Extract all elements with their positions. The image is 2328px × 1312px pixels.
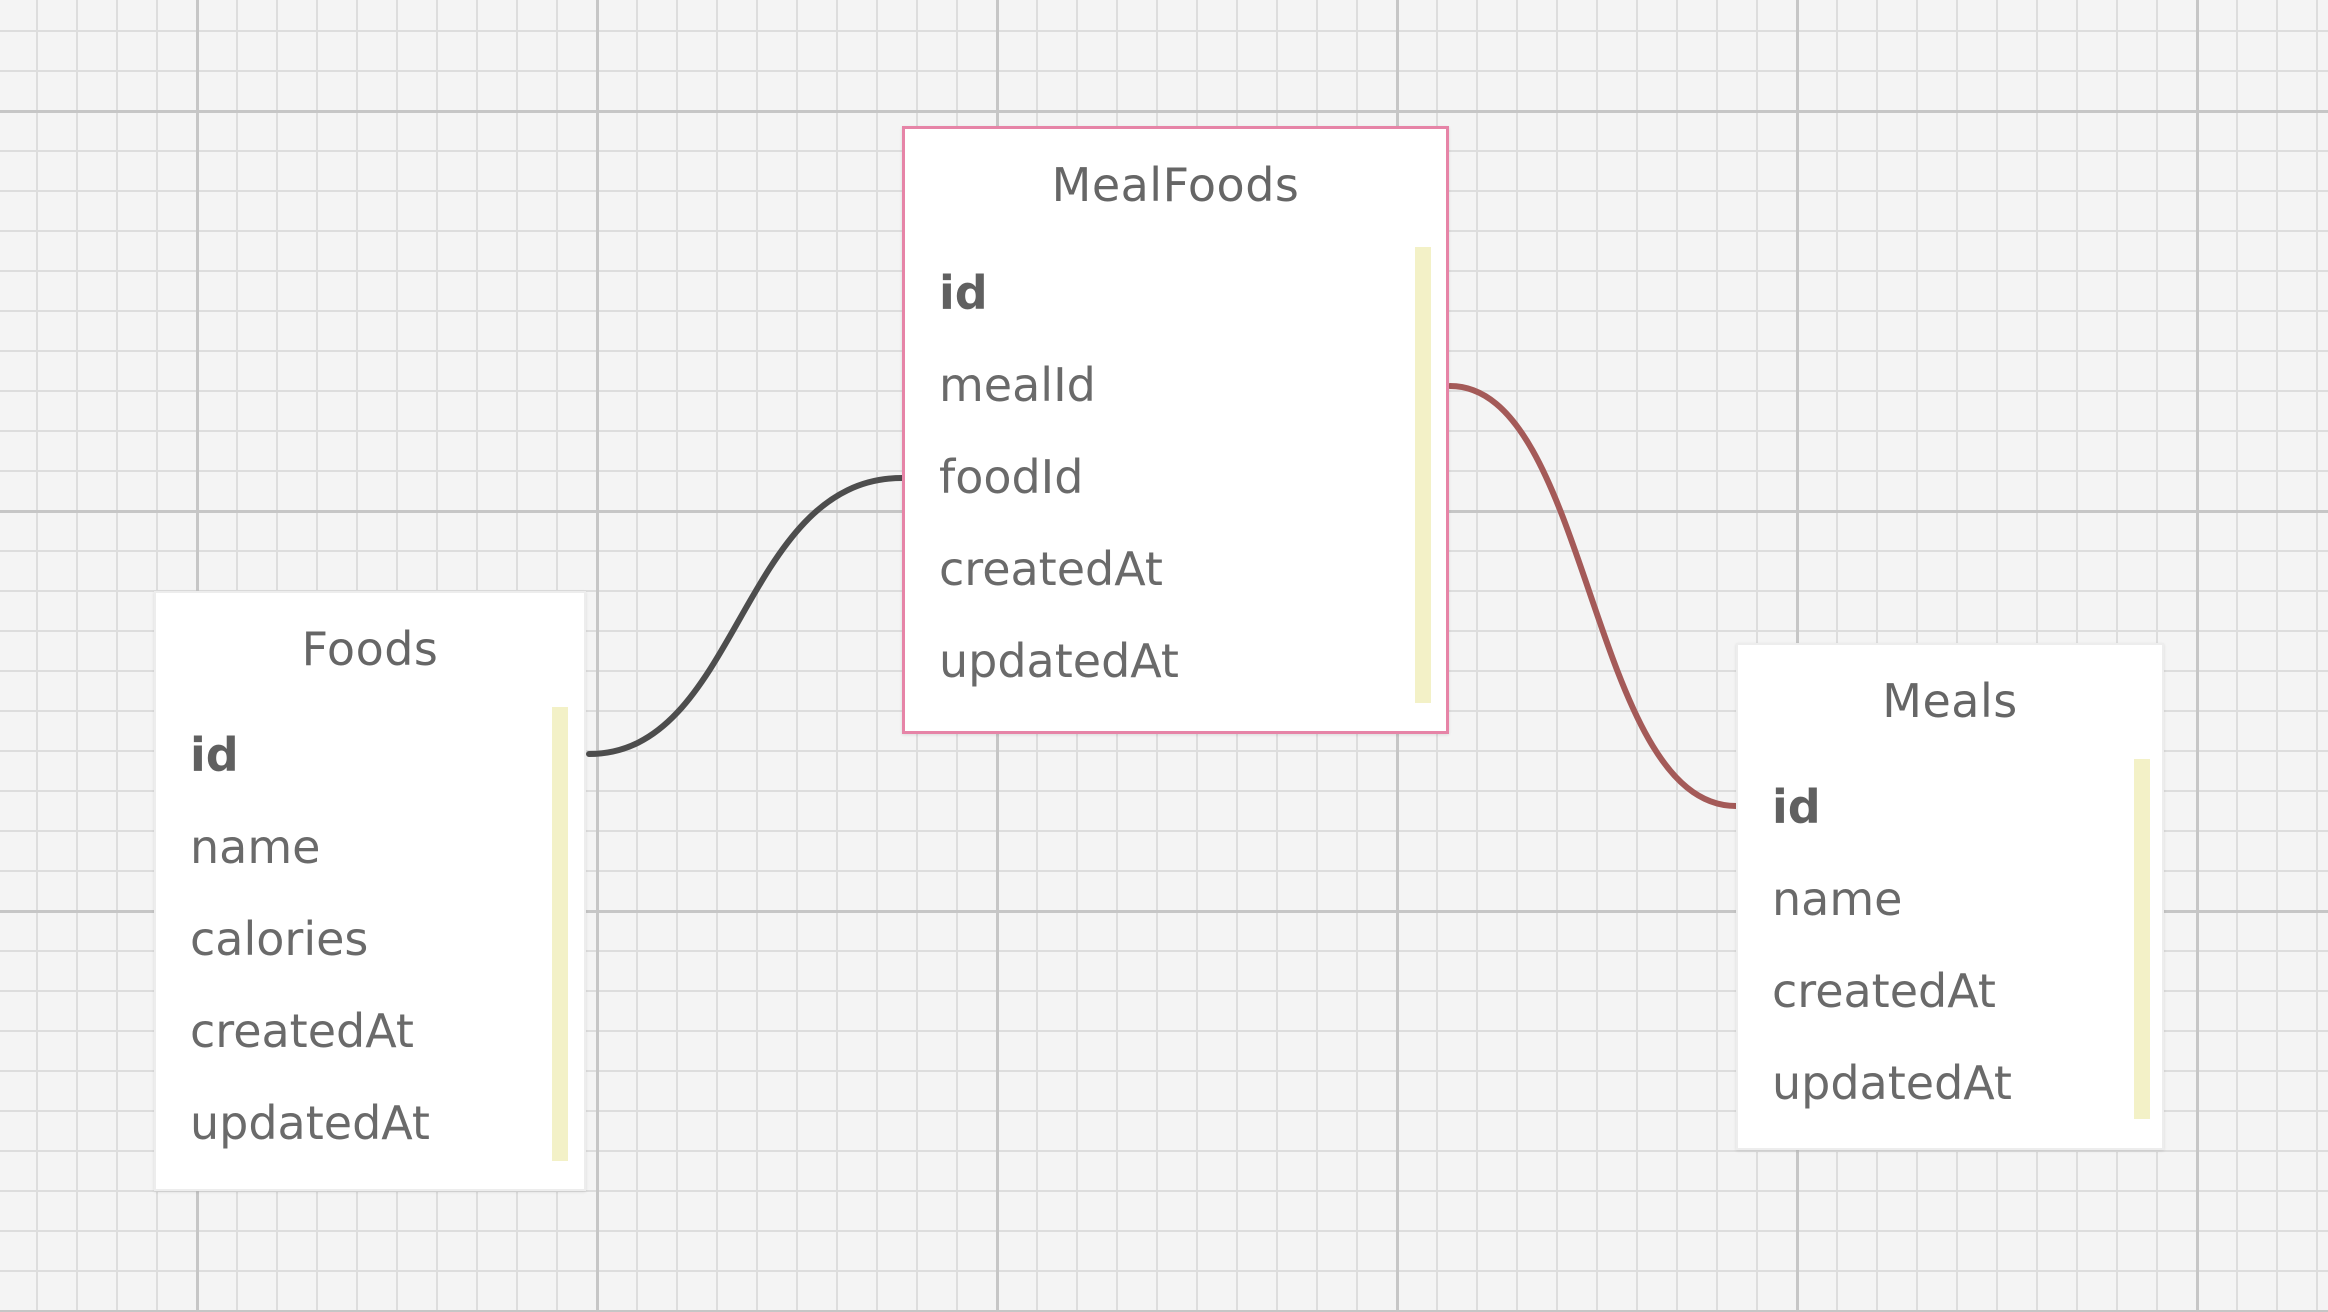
field-createdat[interactable]: createdAt: [190, 1004, 414, 1058]
field-updatedat[interactable]: updatedAt: [190, 1096, 430, 1150]
field-id[interactable]: id: [190, 728, 239, 782]
table-title: Foods: [301, 622, 439, 676]
scrollbar-track[interactable]: [1415, 247, 1431, 703]
table-meals[interactable]: Meals id name createdAt updatedAt: [1736, 643, 2164, 1150]
table-title: MealFoods: [1051, 158, 1300, 212]
field-updatedat[interactable]: updatedAt: [1772, 1056, 2012, 1110]
scrollbar-track[interactable]: [2134, 759, 2150, 1119]
field-createdat[interactable]: createdAt: [1772, 964, 1996, 1018]
table-foods[interactable]: Foods id name calories createdAt updated…: [154, 591, 586, 1191]
table-mealfoods[interactable]: MealFoods id mealId foodId createdAt upd…: [902, 126, 1449, 734]
field-updatedat[interactable]: updatedAt: [939, 634, 1179, 688]
field-id[interactable]: id: [1772, 780, 1821, 834]
field-calories[interactable]: calories: [190, 912, 369, 966]
table-title: Meals: [1882, 674, 2018, 728]
field-foodid[interactable]: foodId: [939, 450, 1084, 504]
field-id[interactable]: id: [939, 266, 988, 320]
field-name[interactable]: name: [190, 820, 321, 874]
field-createdat[interactable]: createdAt: [939, 542, 1163, 596]
scrollbar-track[interactable]: [552, 707, 568, 1161]
relation-line-mealfoods-meals[interactable]: [1447, 383, 1739, 809]
field-name[interactable]: name: [1772, 872, 1903, 926]
field-mealid[interactable]: mealId: [939, 358, 1096, 412]
relation-line-foods-mealfoods[interactable]: [586, 475, 905, 757]
